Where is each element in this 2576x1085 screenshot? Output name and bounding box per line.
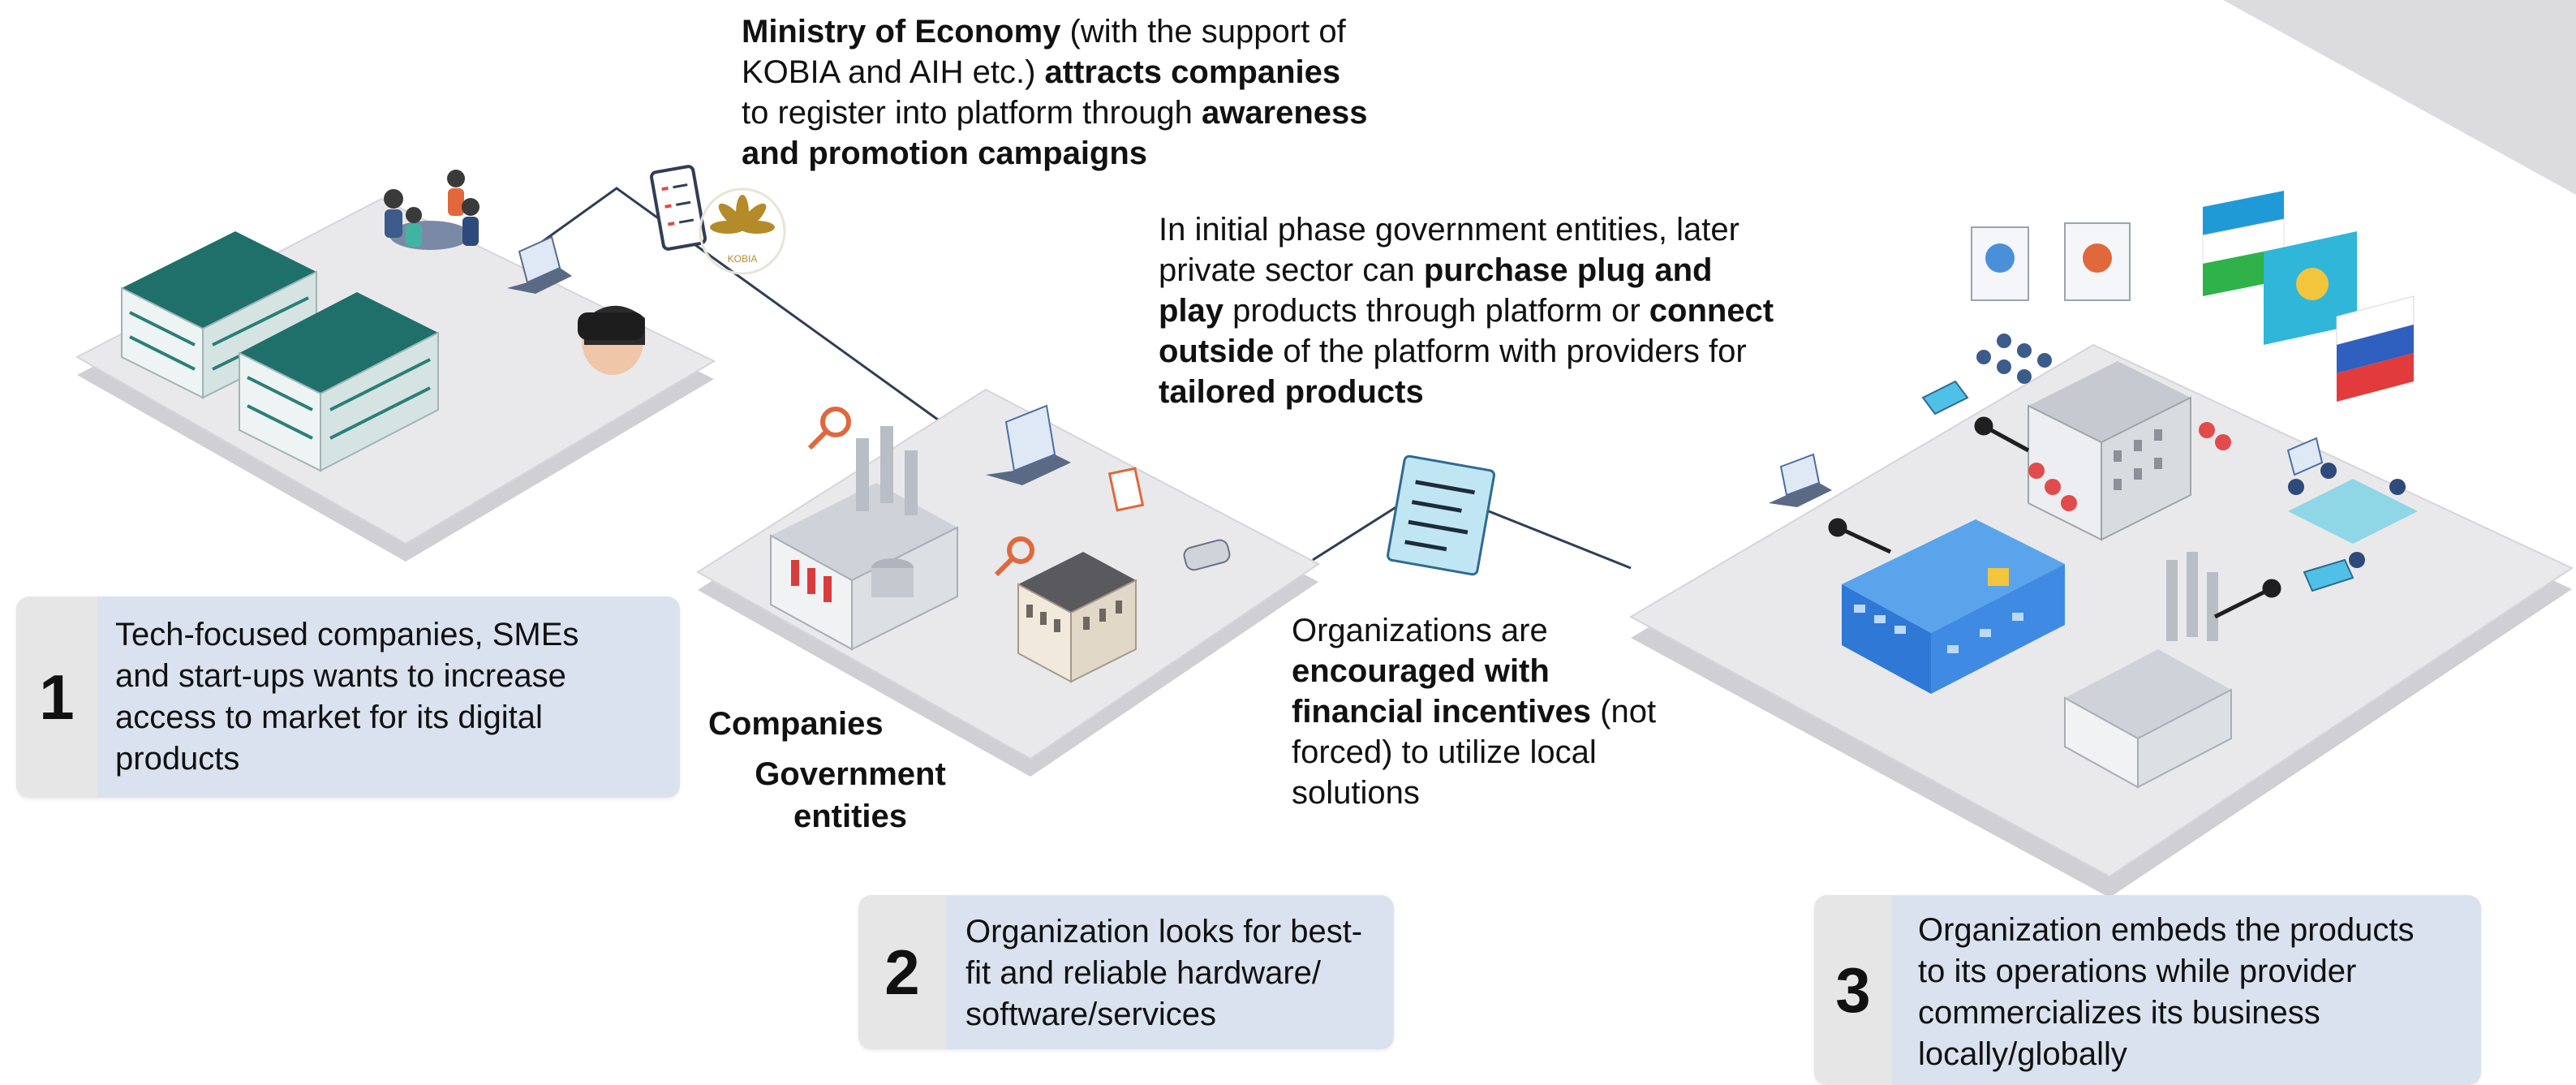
step-3-text: Organization embeds the products to its … (1918, 910, 2478, 1075)
step-3-box: 3 Organization embeds the products to it… (1814, 895, 2481, 1085)
initial-phase-emphasis: purchase plug and (1423, 252, 1713, 288)
factory-icon (2064, 552, 2232, 789)
connector-platform1-to-platform2 (541, 187, 942, 424)
step-2-line: fit and reliable hardware/ (965, 955, 1322, 991)
factory-icon (770, 426, 958, 651)
step-3-line: Organization embeds the products (1918, 912, 2415, 948)
office-building-2 (239, 292, 439, 472)
step-2-line: Organization looks for best- (965, 914, 1363, 949)
laptop-icon (507, 235, 572, 294)
laptop-icon (986, 404, 1071, 485)
step-2-text: Organization looks for best- fit and rel… (965, 911, 1387, 1035)
kobia-logo-text: KOBIA (728, 253, 758, 265)
ministry-text-part: (with the support of (1060, 14, 1346, 50)
step-1-number: 1 (16, 596, 97, 798)
people-group-icon (2028, 422, 2231, 511)
laptop-icon (1769, 453, 1832, 507)
step-1-line: access to market for its digital (115, 700, 543, 735)
step-3-line: commercializes its business (1918, 995, 2320, 1031)
initial-phase-text-part: In initial phase government entities, la… (1159, 212, 1740, 248)
incentives-annotation: Organizations are encouraged with financ… (1292, 610, 1746, 813)
step-1-line: and start-ups wants to increase (115, 658, 566, 694)
vr-device-icon (1183, 539, 1231, 571)
ministry-text-part: KOBIA and AIH etc.) (742, 54, 1045, 90)
step-1-line: Tech-focused companies, SMEs (115, 617, 579, 652)
incentives-text-part: (not (1591, 694, 1657, 730)
step-2-number: 2 (858, 895, 946, 1049)
kobia-logo: KOBIA (699, 187, 786, 275)
initial-phase-emphasis: outside (1159, 334, 1275, 369)
initial-phase-text-part: products through platform or (1223, 293, 1649, 329)
platform-3 (1628, 222, 2574, 898)
government-label-line: Government (755, 756, 946, 792)
tablet-icon (1921, 380, 2355, 592)
step-1-box: 1 Tech-focused companies, SMEs and start… (16, 596, 680, 798)
invoice-icon (1387, 454, 1495, 576)
incentives-emphasis: financial incentives (1292, 694, 1592, 730)
step-2-box: 2 Organization looks for best- fit and r… (858, 895, 1394, 1049)
government-entities-label: Government entities (745, 753, 956, 837)
kazakhstan-flag-icon (2264, 231, 2357, 345)
government-label-line: entities (793, 799, 908, 834)
incentives-text-part: forced) to utilize local (1292, 734, 1597, 770)
presentation-people-icon (1971, 222, 2131, 384)
corner-decoration (2223, 0, 2576, 195)
grey-office-building-icon (2028, 361, 2191, 541)
clipboard-icon (650, 165, 707, 251)
step-3-line: to its operations while provider (1918, 954, 2357, 989)
incentives-text-part: solutions (1292, 775, 1420, 811)
platform-2 (696, 388, 1320, 777)
companies-label: Companies (708, 706, 884, 742)
magnifier-icon (807, 407, 1034, 577)
step-1-line: products (115, 741, 240, 777)
government-building-icon (1017, 552, 1137, 683)
ministry-name: Ministry of Economy (742, 14, 1061, 50)
platform-1 (75, 170, 716, 562)
initial-phase-annotation: In initial phase government entities, la… (1159, 209, 1889, 412)
incentives-text-part: Organizations are (1292, 613, 1548, 648)
ministry-emphasis: and promotion campaigns (742, 136, 1148, 171)
ministry-emphasis: attracts companies (1044, 54, 1341, 90)
ministry-annotation: Ministry of Economy (with the support of… (742, 11, 1472, 174)
blue-office-building-icon (1842, 519, 2065, 694)
russia-flag-icon (2336, 295, 2415, 402)
step-3-number: 3 (1814, 895, 1892, 1085)
initial-phase-emphasis: tailored products (1159, 374, 1424, 410)
step-3-line: locally/globally (1918, 1036, 2127, 1072)
initial-phase-text-part: private sector can (1159, 252, 1424, 288)
meeting-people-icon (384, 170, 480, 250)
meeting-table-icon (2288, 463, 2418, 568)
network-nodes (1828, 416, 2281, 619)
initial-phase-text-part: of the platform with providers for (1274, 334, 1747, 369)
vr-headset-person-icon (578, 305, 645, 375)
step-1-text: Tech-focused companies, SMEs and start-u… (115, 614, 667, 780)
incentives-emphasis: encouraged with (1292, 653, 1550, 689)
document-icon (1107, 467, 1145, 512)
initial-phase-emphasis: connect (1649, 293, 1774, 329)
ministry-text-part: to register into platform through (742, 95, 1202, 131)
ministry-emphasis: awareness (1201, 95, 1368, 131)
step-2-line: software/services (965, 997, 1216, 1032)
initial-phase-emphasis: play (1159, 293, 1224, 329)
office-building-1 (121, 231, 317, 399)
